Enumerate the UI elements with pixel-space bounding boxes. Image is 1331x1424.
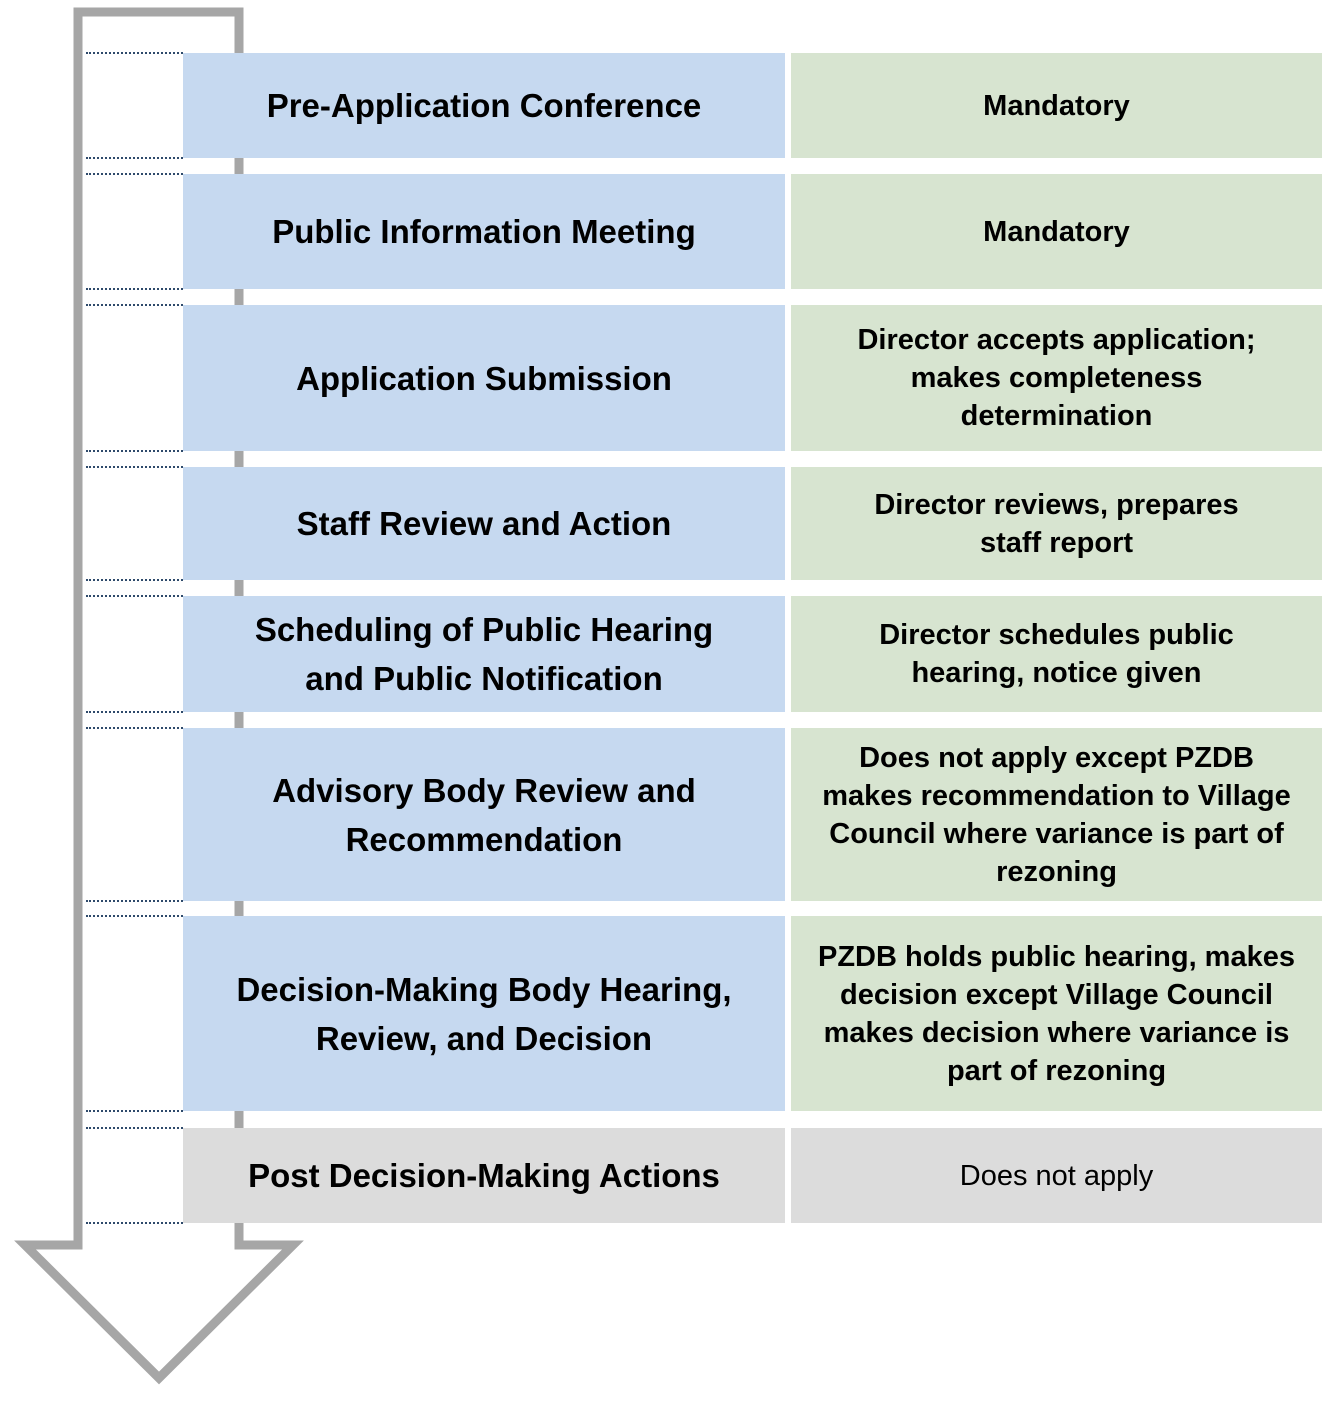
row-separator-line <box>86 915 183 917</box>
step-row-5: Scheduling of Public Hearing and Public … <box>183 596 1322 712</box>
step-label: Decision-Making Body Hearing, Review, an… <box>183 916 785 1111</box>
step-detail: Director accepts application; makes comp… <box>791 305 1322 451</box>
row-separator-line <box>86 1127 183 1129</box>
row-separator-line <box>86 450 183 452</box>
step-label: Staff Review and Action <box>183 467 785 580</box>
step-row-7: Decision-Making Body Hearing, Review, an… <box>183 916 1322 1111</box>
step-row-1: Pre-Application Conference Mandatory <box>183 53 1322 158</box>
row-separator-line <box>86 711 183 713</box>
row-separator-line <box>86 595 183 597</box>
row-separator-line <box>86 288 183 290</box>
row-separator-line <box>86 157 183 159</box>
step-label: Application Submission <box>183 305 785 451</box>
row-separator-line <box>86 900 183 902</box>
step-detail: Director reviews, prepares staff report <box>791 467 1322 580</box>
row-separator-line <box>86 1222 183 1224</box>
step-row-6: Advisory Body Review and Recommendation … <box>183 728 1322 901</box>
step-detail: Mandatory <box>791 53 1322 158</box>
row-separator-line <box>86 173 183 175</box>
step-label: Public Information Meeting <box>183 174 785 289</box>
step-row-8: Post Decision-Making Actions Does not ap… <box>183 1128 1322 1223</box>
step-detail: Does not apply <box>791 1128 1322 1223</box>
row-separator-line <box>86 466 183 468</box>
step-label: Advisory Body Review and Recommendation <box>183 728 785 901</box>
row-separator-line <box>86 1110 183 1112</box>
step-row-4: Staff Review and Action Director reviews… <box>183 467 1322 580</box>
row-separator-line <box>86 727 183 729</box>
row-separator-line <box>86 304 183 306</box>
row-separator-line <box>86 579 183 581</box>
step-row-3: Application Submission Director accepts … <box>183 305 1322 451</box>
step-detail: Does not apply except PZDB makes recomme… <box>791 728 1322 901</box>
step-label: Pre-Application Conference <box>183 53 785 158</box>
step-row-2: Public Information Meeting Mandatory <box>183 174 1322 289</box>
step-detail: PZDB holds public hearing, makes decisio… <box>791 916 1322 1111</box>
step-detail: Mandatory <box>791 174 1322 289</box>
step-label: Scheduling of Public Hearing and Public … <box>183 596 785 712</box>
step-label: Post Decision-Making Actions <box>183 1128 785 1223</box>
row-separator-line <box>86 52 183 54</box>
step-detail: Director schedules public hearing, notic… <box>791 596 1322 712</box>
